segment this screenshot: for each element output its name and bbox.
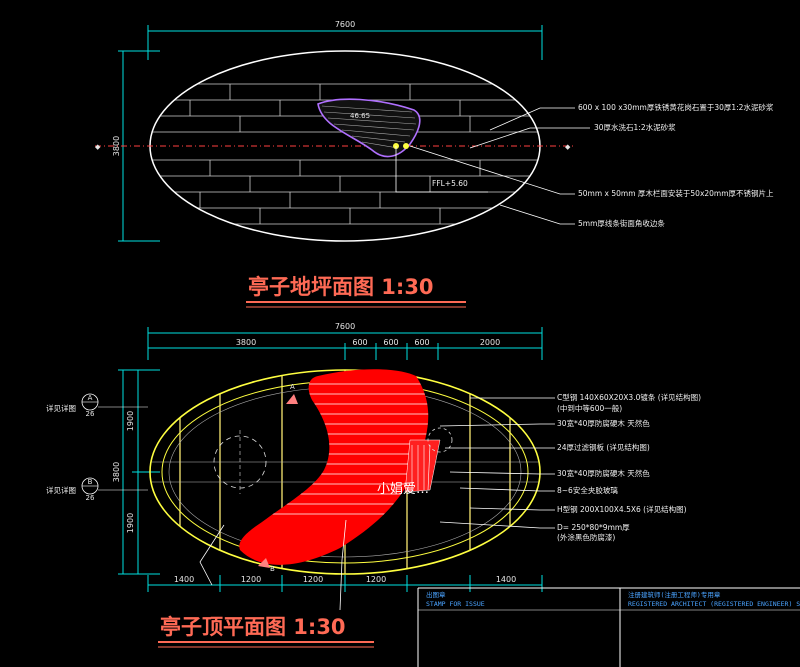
roof-bottom-dim-1: 1400 bbox=[174, 575, 194, 584]
roof-note-1: C型钢 140X60X20X3.0镀条 (详见结构图) bbox=[557, 392, 701, 402]
roof-total-dim: 7600 bbox=[335, 322, 355, 331]
section-b-arrow bbox=[258, 558, 270, 568]
roof-bottom-dim-5: 1400 bbox=[496, 575, 516, 584]
roof-note-6: 8~6安全夹胶玻璃 bbox=[557, 485, 618, 495]
roof-top-dim-4: 600 bbox=[414, 338, 429, 347]
roof-top-dim-2: 600 bbox=[352, 338, 367, 347]
svg-text:◆: ◆ bbox=[565, 143, 571, 151]
roof-note-7: H型钢 200X100X4.5X6 (详见结构图) bbox=[557, 504, 687, 514]
roof-top-dim-1: 3800 bbox=[236, 338, 256, 347]
roof-left-dim-1: 1900 bbox=[126, 411, 135, 431]
roof-left-dim-3: 1900 bbox=[126, 513, 135, 533]
section-b-label: B bbox=[270, 565, 275, 573]
roof-bottom-dim-4: 1200 bbox=[366, 575, 386, 584]
stamp-left-title: 出图章 bbox=[426, 590, 446, 599]
roof-note-3: 30宽*40厚防腐硬木 天然色 bbox=[557, 418, 650, 428]
plan-title: 亭子地坪面图 1:30 bbox=[248, 275, 434, 299]
roof-bottom-dim-2: 1200 bbox=[241, 575, 261, 584]
stamp-right-label: REGISTERED ARCHITECT (REGISTERED ENGINEE… bbox=[628, 600, 800, 608]
plan-note-3: 50mm x 50mm 厚木栏面安装于50x20mm厚不锈钢片上 bbox=[578, 188, 774, 198]
svg-text:26: 26 bbox=[86, 410, 95, 418]
roof-top-dim-5: 2000 bbox=[480, 338, 500, 347]
stamp-table: 出图章 STAMP FOR ISSUE 注册建筑师(注册工程师)专用章 REGI… bbox=[417, 587, 800, 667]
roof-glass-area bbox=[239, 369, 429, 565]
roof-plan: 7600 3800 600 600 600 2000 1900 3800 190… bbox=[46, 322, 701, 648]
roof-bottom-dim-3: 1200 bbox=[303, 575, 323, 584]
section-a-arrow bbox=[286, 394, 298, 404]
ffl-label: FFL+5.60 bbox=[432, 179, 468, 188]
roof-top-dim-3: 600 bbox=[383, 338, 398, 347]
roof-note-5: 30宽*40厚防腐硬木 天然色 bbox=[557, 468, 650, 478]
stamp-right-title: 注册建筑师(注册工程师)专用章 bbox=[628, 590, 721, 599]
plan-note-2: 30厚水洗石1:2水泥砂浆 bbox=[594, 122, 676, 132]
roof-title: 亭子顶平面图 1:30 bbox=[160, 615, 346, 639]
stamp-left-label: STAMP FOR ISSUE bbox=[426, 600, 485, 608]
plan-height-dim: 3800 bbox=[112, 136, 121, 156]
svg-text:B: B bbox=[88, 478, 93, 486]
svg-text:26: 26 bbox=[86, 494, 95, 502]
section-a-label: A bbox=[290, 383, 295, 391]
roof-note-9: (外涂黑色防腐漆) bbox=[557, 532, 615, 542]
plan-note-4: 5mm厚线条街面角收边条 bbox=[578, 218, 665, 228]
svg-text:◆: ◆ bbox=[95, 143, 101, 151]
detail-ref-label-b: 详见详图 bbox=[46, 485, 76, 495]
roof-note-2: (中到中等600一般) bbox=[557, 403, 622, 413]
roof-left-dim-2: 3800 bbox=[112, 462, 121, 482]
roof-note-8: D= 250*80*9mm厚 bbox=[557, 523, 630, 532]
roof-note-4: 24厚过滤钢板 (详见结构图) bbox=[557, 442, 650, 452]
roof-outer-outline bbox=[149, 369, 541, 575]
floor-plan: 7600 3800 bbox=[95, 20, 774, 308]
svg-text:A: A bbox=[88, 394, 93, 402]
plan-width-dim: 7600 bbox=[335, 20, 355, 29]
watermark-text: 小娟爱… bbox=[377, 482, 429, 497]
elevation-value: 46.65 bbox=[350, 112, 370, 120]
detail-ref-label-a: 详见详图 bbox=[46, 403, 76, 413]
plan-note-1: 600 x 100 x30mm厚铁锈黄花岗石置于30厚1:2水泥砂浆 bbox=[578, 102, 774, 112]
